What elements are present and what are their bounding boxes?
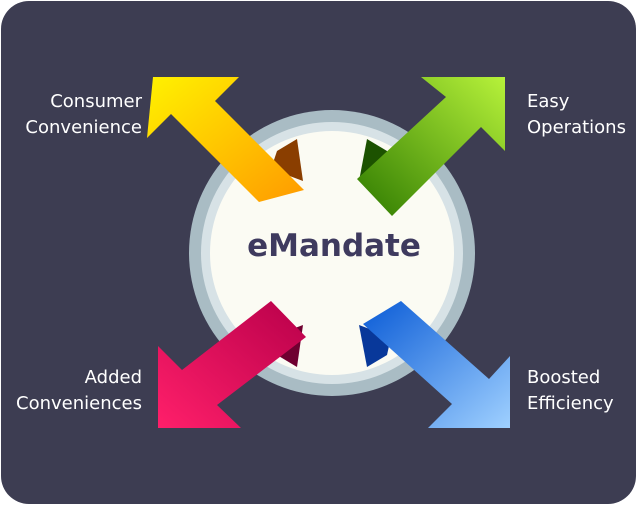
- added-arrow: [158, 301, 306, 428]
- label-line: Efficiency: [527, 393, 614, 414]
- label-line: Consumer: [50, 91, 142, 112]
- label-easy-operations: Easy Operations: [527, 89, 626, 141]
- label-line: Convenience: [25, 117, 142, 138]
- consumer-arrow: [147, 77, 304, 202]
- label-line: Boosted: [527, 367, 601, 388]
- label-consumer-convenience: Consumer Convenience: [25, 89, 142, 141]
- hub-title: eMandate: [247, 228, 421, 264]
- label-boosted-efficiency: Boosted Efficiency: [527, 365, 614, 417]
- label-line: Added: [84, 367, 142, 388]
- label-added-conveniences: Added Conveniences: [16, 365, 142, 417]
- label-line: Operations: [527, 117, 626, 138]
- easy-arrow: [357, 77, 505, 216]
- label-line: Conveniences: [16, 393, 142, 414]
- label-line: Easy: [527, 91, 570, 112]
- boosted-arrow: [363, 301, 510, 428]
